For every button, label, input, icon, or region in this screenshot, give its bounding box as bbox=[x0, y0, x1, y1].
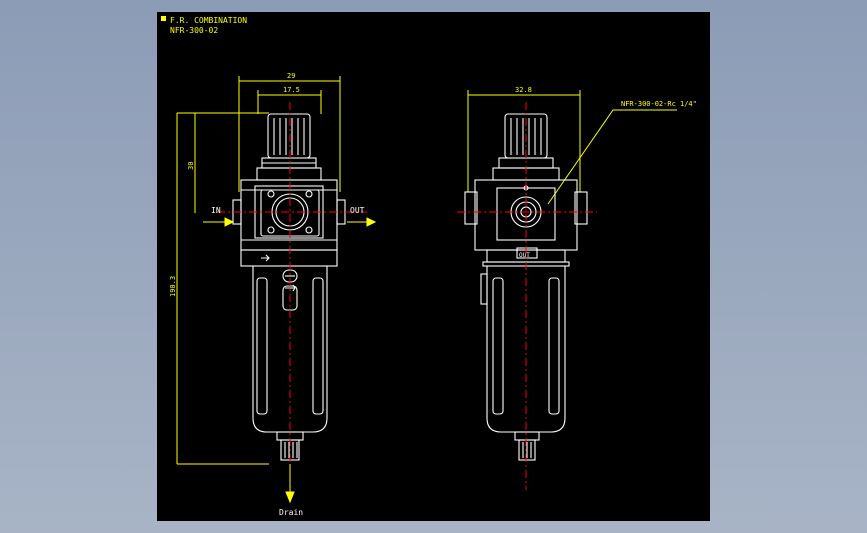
out-arrow-icon bbox=[366, 217, 377, 227]
front-centerlines bbox=[217, 102, 367, 490]
title-marker-icon bbox=[161, 16, 166, 21]
dim-width-cap: 17.5 bbox=[283, 86, 300, 94]
in-arrow-icon bbox=[224, 217, 235, 227]
side-centerlines bbox=[457, 102, 597, 490]
cad-viewport[interactable]: F.R. COMBINATION NFR-300-02 29 17.5 30 1… bbox=[157, 12, 710, 521]
dim-width-total: 29 bbox=[287, 72, 295, 80]
port-in-label: IN bbox=[211, 206, 221, 215]
dim-height-total: 190.3 bbox=[169, 276, 177, 297]
front-body-outline bbox=[232, 113, 346, 461]
port-out-label: OUT bbox=[350, 206, 365, 215]
drain-label: Drain bbox=[279, 508, 303, 517]
front-port-arrows bbox=[203, 217, 377, 504]
dim-height-upper: 30 bbox=[187, 162, 195, 170]
side-dimensions bbox=[467, 90, 677, 205]
drain-arrow-icon bbox=[285, 491, 295, 504]
side-view: 32.8 NFR-300-02-Rc 1/4" bbox=[457, 86, 697, 490]
technical-drawing: F.R. COMBINATION NFR-300-02 29 17.5 30 1… bbox=[161, 16, 697, 517]
side-out-marking: OUT bbox=[519, 252, 530, 259]
side-callout: NFR-300-02-Rc 1/4" bbox=[621, 100, 697, 108]
side-dim-width: 32.8 bbox=[515, 86, 532, 94]
front-dimensions bbox=[176, 76, 341, 465]
drawing-model: NFR-300-02 bbox=[170, 26, 218, 35]
drawing-title: F.R. COMBINATION bbox=[170, 16, 247, 25]
front-view: 29 17.5 30 190.3 bbox=[169, 72, 377, 517]
